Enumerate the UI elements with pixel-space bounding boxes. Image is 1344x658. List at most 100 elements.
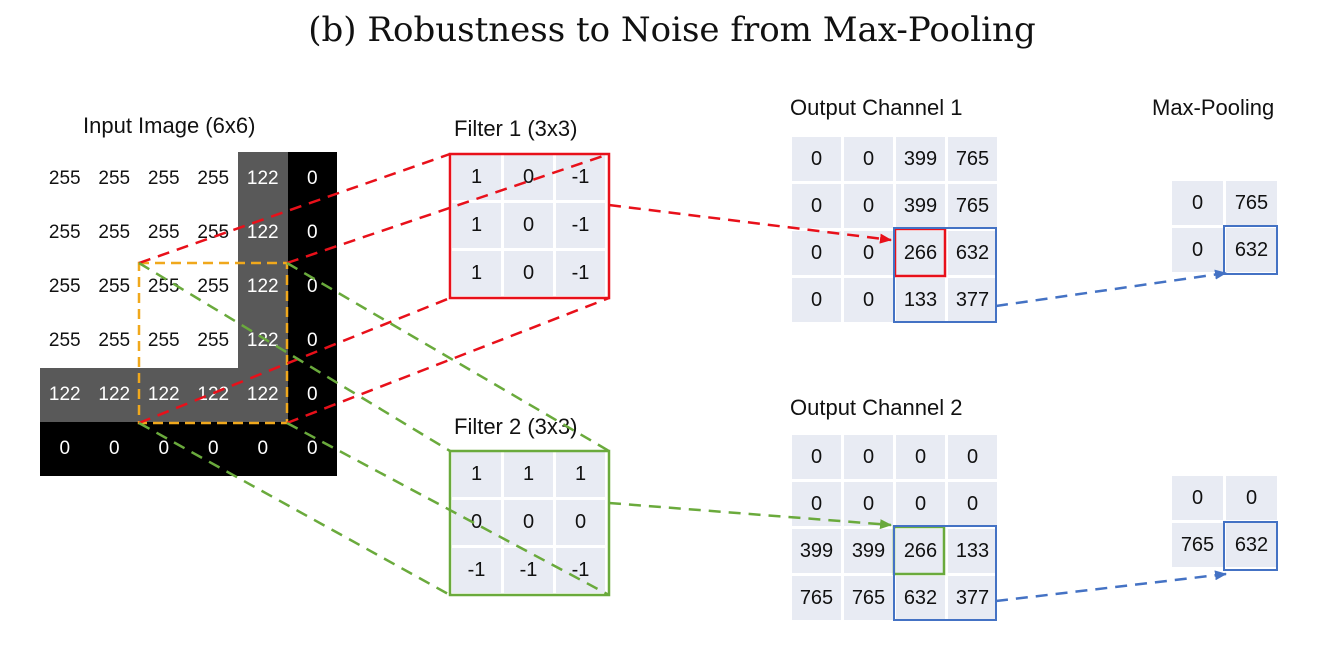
pool1-cell: 632 <box>1226 228 1277 272</box>
filter2-cell: 1 <box>452 452 501 497</box>
output2-cell: 0 <box>896 482 945 526</box>
pool2-result-highlight <box>1223 521 1278 571</box>
input-pixel-cell: 0 <box>139 422 189 476</box>
input-pixel-cell: 255 <box>89 152 139 206</box>
output1-cell: 0 <box>844 278 893 322</box>
output1-cell: 632 <box>948 231 997 275</box>
pool2-cell: 0 <box>1226 476 1277 520</box>
input-pixel-cell: 0 <box>238 422 288 476</box>
pool1-cell: 0 <box>1172 228 1223 272</box>
output1-cell: 0 <box>844 184 893 228</box>
arrow-output2-to-pool2 <box>995 570 1227 603</box>
filter1-cell: 1 <box>452 155 501 200</box>
output1-cell: 0 <box>844 137 893 181</box>
output1-cell: 765 <box>948 137 997 181</box>
output-channel-2-label: Output Channel 2 <box>790 395 963 420</box>
arrow-filter1-to-output1 <box>608 203 892 244</box>
input-pixel-cell: 122 <box>238 152 288 206</box>
projection-line-red <box>138 152 451 265</box>
projection-line-red <box>286 296 610 425</box>
output2-cell: 399 <box>844 529 893 573</box>
output1-cell: 0 <box>792 231 841 275</box>
filter2-cell: -1 <box>556 548 605 593</box>
output1-cell: 399 <box>896 137 945 181</box>
input-pixel-cell: 255 <box>89 260 139 314</box>
input-pixel-cell: 122 <box>238 368 288 422</box>
filter1-cell: 1 <box>452 251 501 296</box>
filter2-cell: 1 <box>504 452 553 497</box>
pool1-cell: 0 <box>1172 181 1223 225</box>
output1-cell: 377 <box>948 278 997 322</box>
output1-cell: 0 <box>792 278 841 322</box>
output2-conv-cell-highlight <box>892 525 946 576</box>
output1-cell: 399 <box>896 184 945 228</box>
pool2-cell: 0 <box>1172 476 1223 520</box>
input-pixel-cell: 255 <box>188 206 238 260</box>
filter2-cell: 0 <box>556 500 605 545</box>
input-pixel-cell: 255 <box>40 314 90 368</box>
receptive-field-box <box>137 261 289 425</box>
output1-cell: 765 <box>948 184 997 228</box>
pool1-cell: 765 <box>1226 181 1277 225</box>
projection-line-green <box>138 421 451 597</box>
input-pixel-cell: 0 <box>287 422 337 476</box>
output1-pool-window <box>893 227 997 323</box>
filter2-cell: 1 <box>556 452 605 497</box>
input-pixel-cell: 0 <box>188 422 238 476</box>
output2-cell: 765 <box>844 576 893 620</box>
projection-line-green <box>286 421 610 597</box>
arrow-output1-to-pool1 <box>995 269 1227 308</box>
output1-cell: 0 <box>792 137 841 181</box>
output2-pool-window <box>893 525 997 621</box>
filter1-cell: 0 <box>504 203 553 248</box>
input-pixel-cell: 255 <box>188 152 238 206</box>
pool2-cell: 632 <box>1226 523 1277 567</box>
filter2-cell: -1 <box>504 548 553 593</box>
projection-line-green <box>286 261 610 453</box>
filter1-label: Filter 1 (3x3) <box>454 116 578 141</box>
projection-line-red <box>138 296 451 425</box>
output1-cell: 133 <box>896 278 945 322</box>
filter1-cell: 0 <box>504 155 553 200</box>
output1-cell: 0 <box>792 184 841 228</box>
input-pixel-cell: 255 <box>188 260 238 314</box>
pool1-result-highlight <box>1223 225 1278 275</box>
output2-cell: 632 <box>896 576 945 620</box>
filter2-cell: 0 <box>504 500 553 545</box>
output2-cell: 0 <box>844 482 893 526</box>
input-pixel-cell: 122 <box>238 314 288 368</box>
filter1-frame <box>448 152 611 300</box>
filter2-label: Filter 2 (3x3) <box>454 414 578 439</box>
output1-cell: 266 <box>896 231 945 275</box>
filter2-cell: 0 <box>452 500 501 545</box>
output2-cell: 765 <box>792 576 841 620</box>
output2-cell: 399 <box>792 529 841 573</box>
input-pixel-cell: 122 <box>238 260 288 314</box>
output2-cell: 0 <box>896 435 945 479</box>
projection-line-red <box>286 152 610 265</box>
pool2-cell: 765 <box>1172 523 1223 567</box>
input-pixel-cell: 255 <box>188 314 238 368</box>
output-channel-1-label: Output Channel 1 <box>790 95 963 120</box>
arrow-filter2-to-output2 <box>608 501 892 530</box>
output2-cell: 0 <box>844 435 893 479</box>
output2-cell: 0 <box>792 435 841 479</box>
filter2-cell: -1 <box>452 548 501 593</box>
input-pixel-cell: 122 <box>40 368 90 422</box>
input-pixel-cell: 0 <box>287 206 337 260</box>
input-pixel-cell: 255 <box>40 206 90 260</box>
output2-cell: 266 <box>896 529 945 573</box>
filter2-frame <box>448 449 611 597</box>
filter1-cell: 1 <box>452 203 501 248</box>
filter1-cell: -1 <box>556 203 605 248</box>
output2-cell: 0 <box>948 435 997 479</box>
max-pooling-label: Max-Pooling <box>1152 95 1275 120</box>
output1-conv-cell-highlight <box>893 227 947 278</box>
input-pixel-cell: 255 <box>139 152 189 206</box>
output2-cell: 0 <box>948 482 997 526</box>
input-pixel-cell: 0 <box>40 422 90 476</box>
